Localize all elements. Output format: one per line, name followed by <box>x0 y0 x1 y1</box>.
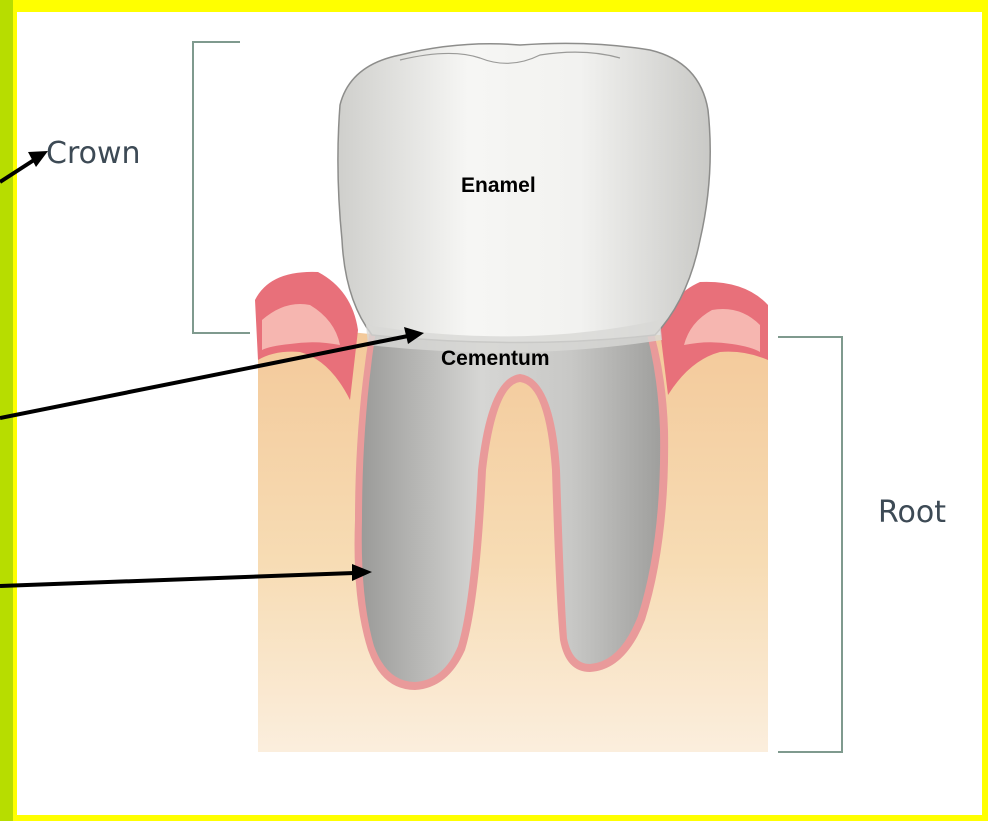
cementum-label: Cementum <box>441 347 550 371</box>
crown-arrow-line <box>0 160 34 182</box>
crown-bracket <box>193 42 250 333</box>
crown-label: Crown <box>46 136 141 171</box>
crown-arrowhead <box>28 151 48 167</box>
root-bracket <box>778 337 842 752</box>
enamel-label: Enamel <box>461 174 536 198</box>
root-label: Root <box>878 495 946 530</box>
alveolar-bone <box>258 330 768 752</box>
